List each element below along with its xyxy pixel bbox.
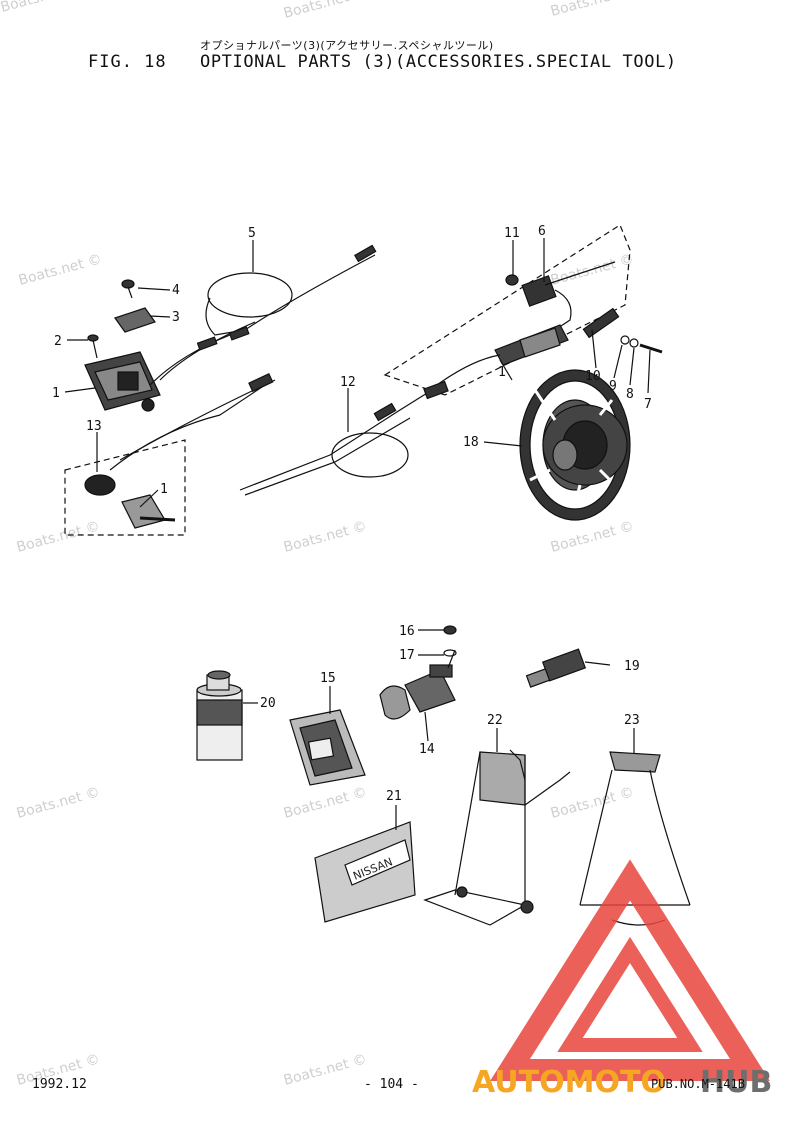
callout-20: 20 [260,696,276,711]
part-15-mount-pad [289,709,366,786]
callout-10: 10 [585,369,601,384]
top-assembly [64,224,663,536]
callout-15: 15 [320,671,336,686]
part-6-switch [521,275,557,307]
callout-4: 4 [172,283,180,298]
callout-14: 14 [419,742,435,757]
part-16-bolt [443,625,457,635]
watermark-text: Boats.net © [549,0,636,20]
part-13-dashed-box [64,439,186,536]
figure-number: FIG. 18 [88,52,167,72]
part-19-plug [525,648,587,688]
watermark-text: Boats.net © [282,518,369,556]
watermark-text: Boats.net © [549,518,636,556]
watermark-text: Boats.net © [0,0,86,16]
callout-2: 2 [54,334,62,349]
figure-title: OPTIONAL PARTS (3)(ACCESSORIES.SPECIAL T… [200,52,677,72]
part-8-washer [629,338,639,348]
part-harness-5-leads [149,321,256,386]
part-14-bracket [379,649,456,720]
watermark-text: Boats.net © [549,784,636,822]
part-11-nut [505,274,519,286]
part-23-stand [579,751,691,926]
part-9-washer [620,335,630,345]
logo-text-hub: HUB [700,1065,772,1100]
footer-publication-number: PUB.NO.M-141B [651,1077,745,1091]
japanese-title: オプショナルパーツ(3)(アクセサリー.スペシャルツール) [200,39,494,52]
part-13-knob [84,474,116,496]
part-clamp-3 [114,307,156,333]
logo-triangle-inner [557,936,703,1052]
part-1-bracket [121,494,166,529]
logo-text-automoto: AUTOMOTO [472,1065,666,1100]
part-switch-block [84,351,161,412]
callout-23: 23 [624,713,640,728]
watermark-text: Boats.net © [282,1051,369,1089]
watermark-text: Boats.net © [15,784,102,822]
callout-18: 18 [463,435,479,450]
callout-8: 8 [626,387,634,402]
footer-page-number: - 104 - [364,1077,419,1092]
watermark-text: Boats.net © [17,251,104,289]
part-harness-12-wire [239,384,441,491]
callout-17: 17 [399,648,415,663]
part-17-washer [443,649,457,657]
callout-16: 16 [399,624,415,639]
part-7-bolt [639,343,663,354]
part-harness-12-loop [331,432,409,478]
callout-7: 7 [644,397,652,412]
watermark-text: Boats.net © [282,784,369,822]
part-screw-2 [87,334,99,359]
part-22-trolley [423,749,571,926]
watermark-text: Boats.net © [15,518,102,556]
part-harness-5-loop [207,272,293,318]
callout-19: 19 [624,659,640,674]
callout-11: 11 [504,226,520,241]
footer-date: 1992.12 [32,1077,87,1092]
part-18-cable-reel [519,369,631,521]
part-screw-4 [121,279,135,299]
logo-triangle-outer [490,859,770,1081]
callout-13: 13 [86,419,102,434]
bottom-assembly: NISSAN [196,625,691,926]
automotohub-logo: AUTOMOTO HUB [472,859,772,1100]
callout-3: 3 [172,310,180,325]
callout-22: 22 [487,713,503,728]
callout-21: 21 [386,789,402,804]
part-harness-5-wire [205,254,376,336]
callout-6: 6 [538,224,546,239]
callout-5: 5 [248,226,256,241]
callout-1-switch: 1 [52,386,60,401]
callout-9: 9 [609,379,617,394]
part-21-bag: NISSAN [314,821,416,923]
callout-1-cylinder: 1 [498,365,506,380]
callout-labels: 5 11 6 4 3 2 1 13 1 12 18 1 10 9 8 7 16 … [52,224,652,804]
watermark-text: Boats.net © [282,0,369,22]
watermarks: Boats.net © Boats.net © Boats.net © Boat… [0,0,636,1089]
watermark-text: Boats.net © [549,251,636,289]
callout-1-bracket: 1 [160,482,168,497]
part-20-spray-can [196,670,243,761]
callout-12: 12 [340,375,356,390]
